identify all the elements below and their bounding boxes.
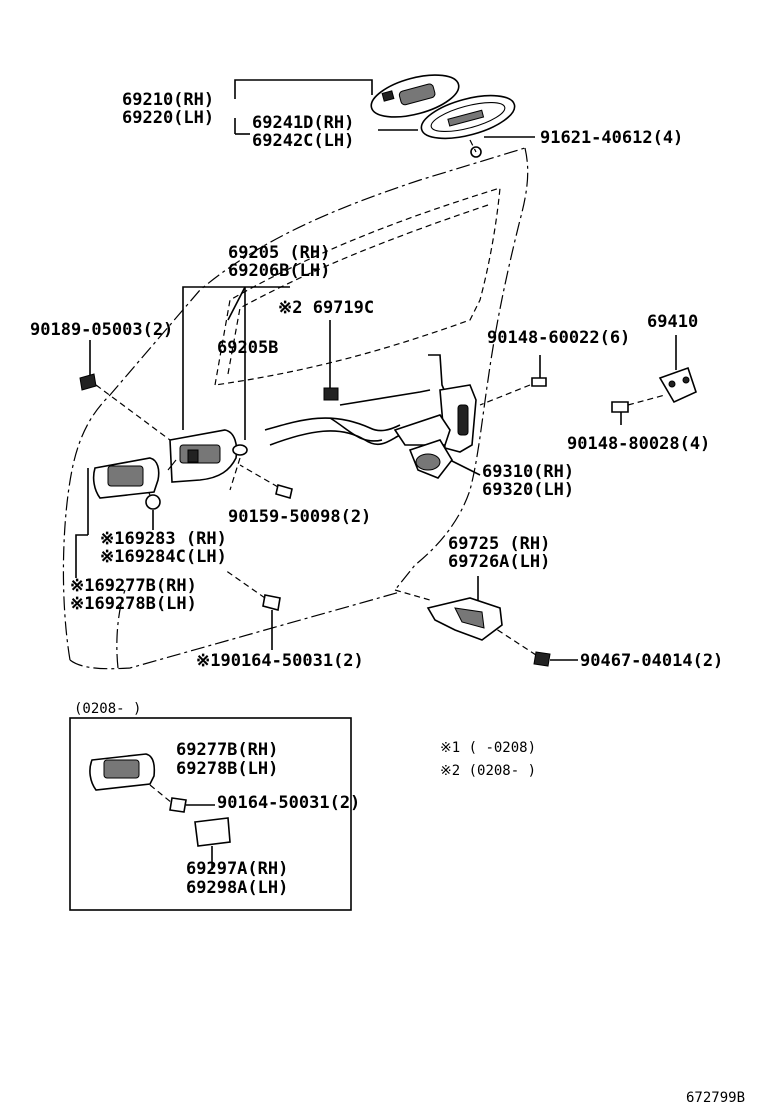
label-inset-69278b: 69278B(LH) [176, 759, 278, 779]
label-69310: 69310(RH) [482, 462, 574, 482]
label-69242c: 69242C(LH) [252, 131, 354, 151]
clip-69205b [232, 444, 248, 456]
label-69284c: ※169284C(LH) [100, 547, 227, 567]
label-inset-69297a: 69297A(RH) [186, 859, 288, 879]
label-90159: 90159-50098(2) [228, 507, 371, 527]
label-69278b: ※169278B(LH) [70, 594, 197, 614]
label-69283: ※169283 (RH) [100, 529, 227, 549]
inside-handle-bezel [370, 74, 460, 118]
screw-90467 [489, 624, 551, 667]
label-inset-69298a: 69298A(LH) [186, 878, 288, 898]
label-90148-80028: 90148-80028(4) [567, 434, 710, 454]
label-69410: 69410 [647, 312, 698, 332]
door-lock-assembly [393, 384, 477, 479]
note-1: ※1 ( -0208) [440, 740, 536, 756]
cap-69283 [145, 494, 161, 510]
screw-90189 [79, 373, 97, 391]
screw-90159 [239, 464, 293, 500]
door-striker [658, 366, 697, 404]
label-69205b: 69205B [217, 338, 278, 358]
label-69320: 69320(LH) [482, 480, 574, 500]
label-69205: 69205 (RH) [228, 243, 330, 263]
label-69210: 69210(RH) [122, 90, 214, 110]
label-inset-90164: 90164-50031(2) [217, 793, 360, 813]
label-90164: ※190164-50031(2) [196, 651, 364, 671]
label-90148-60022: 90148-60022(6) [487, 328, 630, 348]
label-inset-range: (0208- ) [74, 701, 141, 717]
inside-handle-cover [420, 94, 516, 140]
label-69725: 69725 (RH) [448, 534, 550, 554]
part-labels: 69210(RH) 69220(LH) 69241D(RH) 69242C(LH… [30, 90, 745, 1106]
screw-69719c [323, 387, 339, 401]
door-panel-outline [62, 147, 529, 670]
label-90189: 90189-05003(2) [30, 320, 173, 340]
note-2: ※2 (0208- ) [440, 763, 536, 779]
inset-box [69, 717, 352, 911]
inside-handle-assembly [167, 429, 238, 483]
label-69241d: 69241D(RH) [252, 113, 354, 133]
lock-cables [264, 354, 446, 446]
label-69726a: 69726A(LH) [448, 552, 550, 572]
leader-lines [75, 79, 677, 661]
label-69220: 69220(LH) [122, 108, 214, 128]
screw-91621 [469, 139, 482, 158]
handle-bezel-69277b [92, 457, 160, 499]
figure-id: 672799B [686, 1090, 745, 1106]
label-inset-69277b: 69277B(RH) [176, 740, 278, 760]
label-69719c: ※2 69719C [278, 298, 374, 318]
screw-90148-60022 [479, 377, 547, 406]
label-69206b: 69206B(LH) [228, 261, 330, 281]
screw-90148-80028 [611, 394, 666, 413]
label-90467: 90467-04014(2) [580, 651, 723, 671]
label-91621: 91621-40612(4) [540, 128, 683, 148]
label-69277b: ※169277B(RH) [70, 576, 197, 596]
rod-protector-69725 [426, 597, 503, 641]
dash-90189-to-handle [95, 384, 171, 441]
screw-90164 [224, 569, 281, 611]
